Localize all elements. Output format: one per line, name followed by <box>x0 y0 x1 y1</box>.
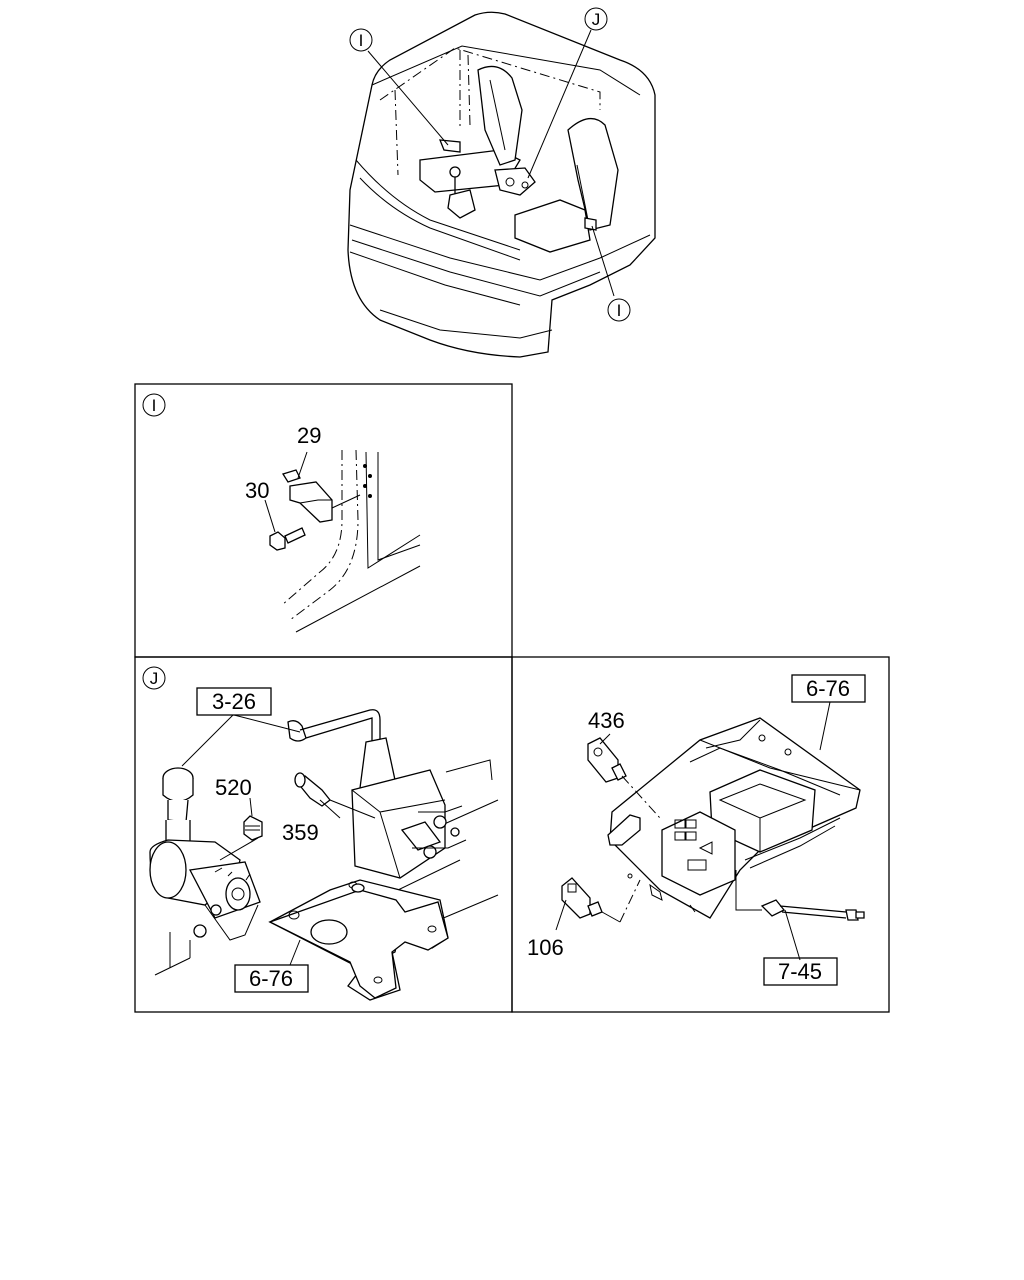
ref-7-45: 7-45 <box>778 959 822 984</box>
panel-j: J 3-26 <box>142 666 499 1001</box>
part-number-106: 106 <box>527 935 564 960</box>
overview-callout-j: J <box>592 10 601 29</box>
ref-3-26: 3-26 <box>212 689 256 714</box>
cab-overview: I J I <box>347 7 656 358</box>
overview-callout-i-bottom: I <box>617 301 622 320</box>
part-number-29: 29 <box>297 423 321 448</box>
panel-i-callout: I <box>152 396 157 415</box>
part-number-30: 30 <box>245 478 269 503</box>
ref-6-76-panel-console: 6-76 <box>806 676 850 701</box>
ref-6-76-panel-j: 6-76 <box>249 966 293 991</box>
panel-frames <box>134 383 890 1013</box>
part-number-436: 436 <box>588 708 625 733</box>
overview-callout-i-top: I <box>359 31 364 50</box>
panel-console: 6-76 <box>527 674 866 986</box>
panel-i: I 29 30 <box>142 393 421 633</box>
part-number-520: 520 <box>215 775 252 800</box>
part-number-359: 359 <box>282 820 319 845</box>
panel-j-callout: J <box>150 669 159 688</box>
